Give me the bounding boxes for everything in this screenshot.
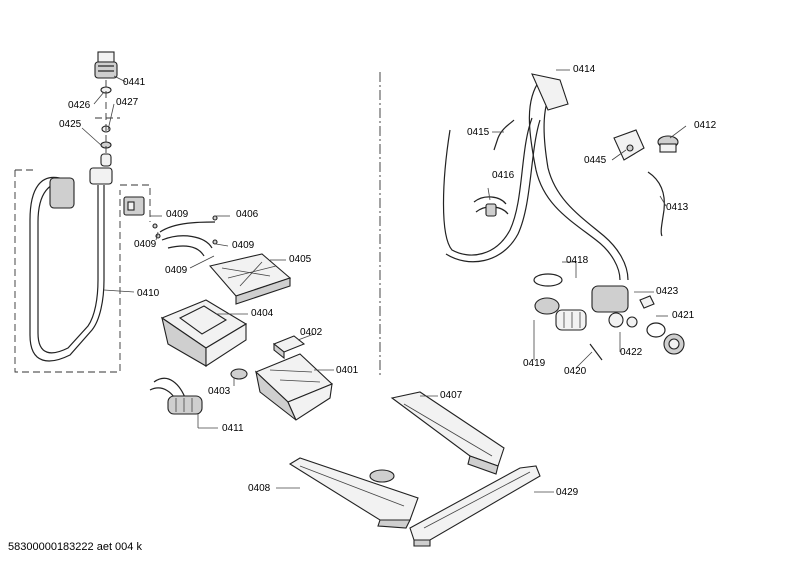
label-0423: 0423 (656, 286, 679, 297)
bracket-0445-part (613, 129, 645, 161)
rail-0407-part (390, 391, 505, 475)
hose-clamp-0418-part (533, 273, 563, 287)
drain-hose-0414-part (442, 73, 629, 281)
label-0406: 0406 (236, 209, 259, 220)
pump-filter-0421-part (663, 333, 685, 355)
seal-0423-part (639, 295, 655, 309)
label-0421: 0421 (672, 310, 695, 321)
filter-insert-part (100, 153, 112, 167)
label-0425: 0425 (59, 119, 82, 130)
cap-0403-part (230, 368, 248, 380)
label-0404: 0404 (251, 308, 274, 319)
label-0429: 0429 (556, 487, 579, 498)
label-0415: 0415 (467, 127, 490, 138)
label-0408: 0408 (248, 483, 271, 494)
hose-group-outline (14, 170, 121, 373)
drawer-housing-0404-part (160, 299, 248, 368)
dispenser-lid-0402-part (272, 335, 306, 360)
document-footer-code: 58300000183222 aet 004 k (8, 541, 142, 553)
pressure-sensor-0412-part (657, 135, 679, 153)
leader-lines (81, 69, 687, 493)
valve-clip-part (127, 201, 135, 211)
detergent-drawer-0401-part (254, 353, 334, 421)
dispenser-cover-0405-part (208, 253, 292, 305)
inlet-connector-part (94, 51, 118, 79)
label-0426: 0426 (68, 100, 91, 111)
bellows-hose-0411-part (149, 377, 203, 415)
label-0407: 0407 (440, 390, 463, 401)
label-0409-a: 0409 (166, 209, 189, 220)
label-0411: 0411 (222, 423, 244, 434)
element-0420-part (589, 343, 603, 361)
label-0409-d: 0409 (165, 265, 188, 276)
label-0445: 0445 (584, 155, 607, 166)
rail-0408-part (288, 457, 419, 529)
label-0419: 0419 (523, 358, 546, 369)
label-0401: 0401 (336, 365, 359, 376)
label-0427: 0427 (116, 97, 139, 108)
rail-0429-part (409, 465, 541, 547)
label-0410: 0410 (137, 288, 160, 299)
label-0413: 0413 (666, 202, 689, 213)
hose-set-0406-part (152, 215, 218, 257)
label-0418: 0418 (566, 255, 589, 266)
label-0405: 0405 (289, 254, 312, 265)
oring-0421-part (646, 322, 666, 338)
label-0402: 0402 (300, 327, 323, 338)
label-0409-c: 0409 (232, 240, 255, 251)
sensor-cable-0413-part (647, 171, 665, 237)
hose-0415-part (493, 119, 515, 151)
label-0403: 0403 (208, 386, 231, 397)
label-0414: 0414 (573, 64, 596, 75)
label-0416: 0416 (492, 170, 515, 181)
label-0409-b: 0409 (134, 239, 157, 250)
drain-pump-0422-part (591, 285, 638, 328)
label-0412: 0412 (694, 120, 717, 131)
label-0420: 0420 (564, 366, 587, 377)
label-0441: 0441 (123, 77, 146, 88)
clamp-0416-part (473, 196, 509, 217)
label-0422: 0422 (620, 347, 643, 358)
sump-hose-0419-part (534, 297, 587, 331)
inlet-hose-0410-part (29, 167, 113, 362)
